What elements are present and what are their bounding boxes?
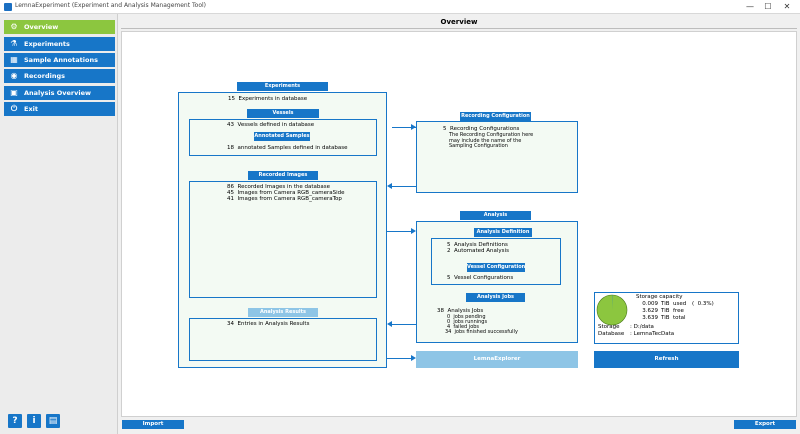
refresh-button[interactable]: Refresh bbox=[594, 351, 739, 368]
storage-total-unit: TiB bbox=[661, 315, 670, 321]
gear-icon: ⚙ bbox=[10, 22, 18, 31]
storage-total-value: 3.639 bbox=[642, 315, 658, 321]
analysis-jobs-detail: 0 jobs runnings bbox=[447, 319, 488, 325]
storage-used-unit: TiB bbox=[661, 301, 670, 307]
storage-title: Storage capacity bbox=[636, 294, 683, 300]
experiments-label[interactable]: Experiments bbox=[237, 82, 328, 91]
vessels-count: 43 Vessels defined in database bbox=[227, 122, 315, 128]
analysis-jobs-detail: 0 jobs pending bbox=[447, 314, 486, 320]
lemna-explorer-button[interactable]: LemnaExplorer bbox=[416, 351, 578, 368]
sidebar-item-label: Analysis Overview bbox=[24, 89, 91, 97]
camera-icon: ◉ bbox=[10, 71, 18, 80]
recording-configuration-count: 5 Recording Configurations bbox=[443, 126, 520, 132]
sidebar-item-experiments[interactable]: ⚗ Experiments bbox=[4, 37, 115, 51]
arrow-right-icon bbox=[411, 355, 416, 361]
analysis-results-count: 34 Entries in Analysis Results bbox=[227, 321, 310, 327]
analysis-definition-line: 5 Analysis Definitions bbox=[447, 242, 508, 248]
grid-icon: ▦ bbox=[10, 55, 18, 64]
minimize-button[interactable]: — bbox=[746, 2, 754, 11]
import-button[interactable]: Import bbox=[122, 420, 184, 429]
export-button[interactable]: Export bbox=[734, 420, 796, 429]
annotated-samples-label[interactable]: Annotated Samples bbox=[254, 132, 310, 141]
arrow-left-icon bbox=[387, 183, 392, 189]
database-value: : LemnaTecData bbox=[630, 331, 675, 337]
vessel-configuration-count: 5 Vessel Configurations bbox=[447, 275, 514, 281]
sidebar-item-label: Exit bbox=[24, 105, 38, 113]
arrow-line bbox=[392, 186, 416, 187]
arrow-right-icon bbox=[411, 124, 416, 130]
analysis-results-panel bbox=[189, 318, 377, 361]
maximize-button[interactable]: ☐ bbox=[764, 2, 772, 11]
sidebar-item-analysis-overview[interactable]: ▣ Analysis Overview bbox=[4, 86, 115, 100]
arrow-line bbox=[392, 127, 416, 128]
storage-pie-chart bbox=[596, 294, 628, 326]
sidebar-item-label: Experiments bbox=[24, 40, 70, 48]
document-icon: ▤ bbox=[48, 416, 58, 426]
help-icon: ? bbox=[12, 416, 18, 426]
sidebar-item-label: Recordings bbox=[24, 72, 65, 80]
analysis-jobs-count: 38 Analysis Jobs bbox=[437, 308, 484, 314]
app-icon bbox=[4, 3, 12, 11]
analysis-jobs-label[interactable]: Analysis Jobs bbox=[466, 293, 525, 302]
sidebar-item-label: Overview bbox=[24, 23, 59, 31]
help-button[interactable]: ? bbox=[8, 414, 22, 428]
analysis-definition-line: 2 Automated Analysis bbox=[447, 248, 509, 254]
recorded-images-line: 41 Images from Camera RGB_cameraTop bbox=[227, 196, 342, 202]
analysis-jobs-detail: 34 jobs finished successfully bbox=[445, 329, 518, 335]
storage-path-value: : D:/data bbox=[630, 324, 654, 330]
recording-configuration-label[interactable]: Recording Configuration bbox=[460, 112, 531, 121]
vessel-configuration-label[interactable]: Vessel Configuration bbox=[467, 263, 526, 272]
power-icon: ⏻ bbox=[10, 104, 18, 113]
storage-used-percent: ( 0.3%) bbox=[692, 301, 714, 307]
recorded-images-line: 45 Images from Camera RGB_cameraSide bbox=[227, 190, 345, 196]
info-button[interactable]: i bbox=[27, 414, 41, 428]
storage-path-label: Storage bbox=[598, 324, 620, 330]
vessels-label[interactable]: Vessels bbox=[247, 109, 319, 118]
image-icon: ▣ bbox=[10, 88, 18, 97]
arrow-line bbox=[387, 231, 411, 232]
sidebar-item-recordings[interactable]: ◉ Recordings bbox=[4, 69, 115, 83]
recorded-images-line: 86 Recorded Images in the database bbox=[227, 184, 330, 190]
recorded-images-label[interactable]: Recorded Images bbox=[248, 171, 318, 180]
window-title: LemnaExperiment (Experiment and Analysis… bbox=[15, 2, 206, 9]
storage-used-label: used bbox=[673, 301, 687, 307]
sidebar-item-overview[interactable]: ⚙ Overview bbox=[4, 20, 115, 34]
analysis-definition-label[interactable]: Analysis Definition bbox=[474, 228, 532, 237]
experiments-count: 15 Experiments in database bbox=[228, 96, 308, 102]
storage-free-unit: TiB bbox=[661, 308, 670, 314]
recorded-images-panel bbox=[189, 181, 377, 298]
flask-icon: ⚗ bbox=[10, 39, 18, 48]
analysis-definition-panel bbox=[431, 238, 561, 285]
sidebar bbox=[0, 14, 118, 434]
recording-configuration-panel bbox=[416, 121, 578, 193]
title-bar bbox=[0, 0, 800, 14]
arrow-line bbox=[392, 324, 416, 325]
sidebar-item-exit[interactable]: ⏻ Exit bbox=[4, 102, 115, 116]
annotated-samples-count: 18 annotated Samples defined in database bbox=[227, 145, 348, 151]
arrow-right-icon bbox=[411, 228, 416, 234]
sidebar-item-sample-annotations[interactable]: ▦ Sample Annotations bbox=[4, 53, 115, 67]
storage-total-label: total bbox=[673, 315, 686, 321]
close-button[interactable]: ✕ bbox=[783, 2, 791, 11]
storage-used-value: 0.009 bbox=[642, 301, 658, 307]
storage-free-value: 3.629 bbox=[642, 308, 658, 314]
sidebar-item-label: Sample Annotations bbox=[24, 56, 98, 64]
document-button[interactable]: ▤ bbox=[46, 414, 60, 428]
info-icon: i bbox=[32, 416, 36, 426]
analysis-label[interactable]: Analysis bbox=[460, 211, 531, 220]
analysis-results-label[interactable]: Analysis Results bbox=[248, 308, 318, 317]
database-label: Database bbox=[598, 331, 625, 337]
arrow-line bbox=[387, 358, 411, 359]
arrow-left-icon bbox=[387, 321, 392, 327]
recording-configuration-note: The Recording Configuration here may inc… bbox=[449, 132, 534, 150]
storage-free-label: free bbox=[673, 308, 684, 314]
analysis-jobs-detail: 4 failed jobs bbox=[447, 324, 480, 330]
page-title: Overview bbox=[121, 16, 797, 29]
